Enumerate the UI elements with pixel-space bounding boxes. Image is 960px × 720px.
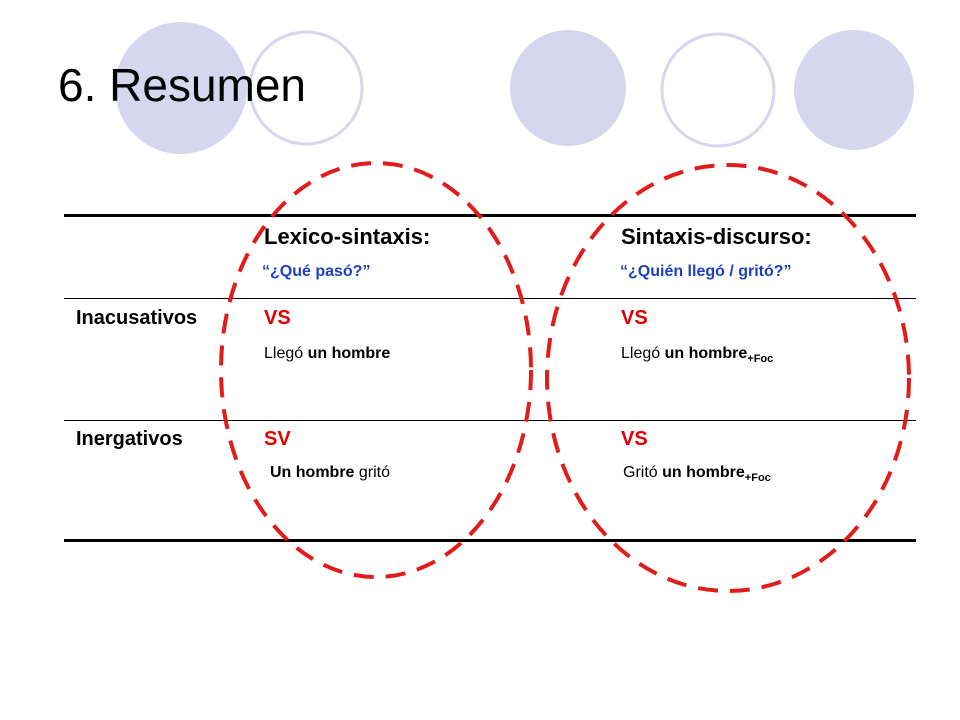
word-order-vs: VS xyxy=(621,307,648,329)
table-header-rule xyxy=(64,298,916,299)
table-row-rule xyxy=(64,420,916,421)
column-question-quien-llego: “¿Quién llegó / gritó?” xyxy=(620,263,792,280)
column-header-lexico-sintaxis: Lexico-sintaxis: xyxy=(264,224,431,249)
table-top-rule xyxy=(64,214,916,217)
slide-title: 6. Resumen xyxy=(58,59,307,111)
table-bottom-rule xyxy=(64,539,916,542)
decorative-circle-filled-3 xyxy=(794,30,914,150)
decorative-circle-outline-1 xyxy=(248,30,364,146)
word-order-vs: VS xyxy=(621,428,648,450)
decorative-circle-filled-1 xyxy=(115,22,247,154)
row-label-inacusativos: Inacusativos xyxy=(76,307,198,329)
decorative-circle-filled-2 xyxy=(510,30,626,146)
decorative-circles xyxy=(115,22,914,154)
row-label-inergativos: Inergativos xyxy=(76,428,183,450)
example-sentence-focus: Llegó un hombre+Foc xyxy=(621,345,774,365)
word-order-vs: VS xyxy=(264,307,291,329)
column-header-sintaxis-discurso: Sintaxis-discurso: xyxy=(621,224,812,249)
example-sentence: Llegó un hombre xyxy=(264,345,391,362)
decorative-circle-outline-2 xyxy=(660,32,776,148)
example-sentence: Un hombre gritó xyxy=(270,464,391,481)
example-sentence-focus: Gritó un hombre+Foc xyxy=(623,464,771,484)
word-order-sv: SV xyxy=(264,428,291,450)
column-question-que-paso: “¿Qué pasó?” xyxy=(262,263,371,280)
